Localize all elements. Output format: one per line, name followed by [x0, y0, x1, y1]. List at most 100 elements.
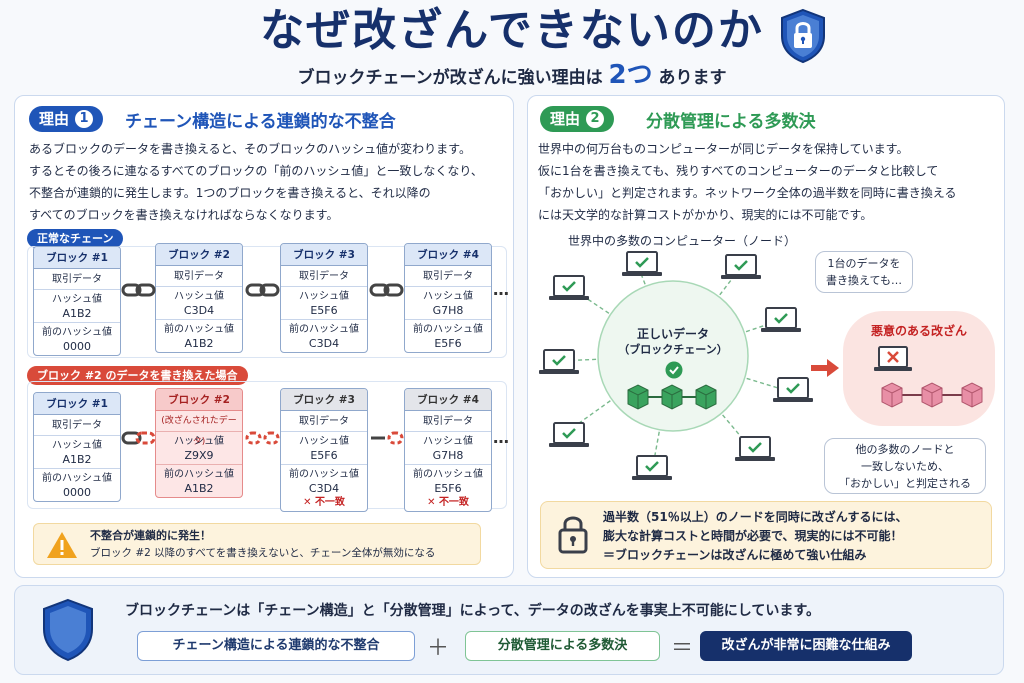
prev-hash-label: 前のハッシュ値	[164, 324, 234, 335]
reason2-line: には天文学的な計算コストがかかり、現実的には不可能です。	[538, 208, 873, 222]
warning-title: 不整合が連鎖的に発生！	[90, 529, 211, 542]
subtitle-count: 2つ	[608, 60, 653, 90]
hash-value: Z9X9	[184, 449, 214, 462]
prev-hash-value: C3D4	[308, 337, 340, 350]
block-title: ブロック #1	[34, 393, 120, 415]
tampered-chain-area	[27, 381, 507, 509]
cube-icon	[661, 384, 683, 410]
prev-hash-value: C3D4	[308, 482, 340, 495]
hash-value: A1B2	[62, 453, 92, 466]
x-mark-icon: ✕	[303, 497, 315, 508]
speech-bubble: 1台のデータを 書き換えても…	[815, 251, 913, 293]
center-subtitle: （ブロックチェーン）	[618, 343, 728, 356]
block-data: 取引データ	[156, 266, 242, 287]
laptop-check-icon	[632, 455, 672, 480]
hash-label: ハッシュ値	[52, 294, 102, 305]
prev-hash-label: 前のハッシュ値	[42, 327, 112, 338]
summary-text: ブロックチェーンは「チェーン構造」と「分散管理」によって、データの改ざんを事実上…	[125, 603, 820, 619]
note-line: 「おかしい」と判定される	[839, 477, 971, 490]
cube-icon	[881, 382, 903, 408]
reason2-line: 仮に1台を書き換えても、残りすべてのコンピューターのデータと比較して	[538, 164, 939, 178]
page-title: なぜ改ざんできないのか	[260, 5, 764, 56]
chain-link-icon	[121, 283, 156, 297]
reason1-heading: チェーン構造による連鎖的な不整合	[125, 112, 396, 132]
arrow-right-icon	[811, 359, 839, 377]
chain-link-icon	[121, 431, 156, 445]
mismatch-label: 不一致	[314, 497, 345, 508]
reason2-tag: 理由 2	[540, 106, 615, 132]
reason1-panel: 理由 1 チェーン構造による連鎖的な不整合 あるブロックのデータを書き換えると、…	[14, 95, 514, 578]
prev-hash-value: A1B2	[184, 337, 214, 350]
laptop-check-icon	[622, 251, 662, 276]
prev-hash-value: E5F6	[434, 337, 462, 350]
normal-chain-area	[27, 246, 507, 358]
summary-box-result: 改ざんが非常に困難な仕組み	[700, 631, 912, 661]
cube-icon	[627, 384, 649, 410]
summary-panel: ブロックチェーンは「チェーン構造」と「分散管理」によって、データの改ざんを事実上…	[14, 585, 1004, 675]
block-data: 取引データ	[405, 266, 491, 287]
prev-hash-value: E5F6	[434, 482, 462, 495]
hash-label: ハッシュ値	[52, 440, 102, 451]
bubble-line: 1台のデータを	[827, 257, 901, 270]
plus-sign: ＋	[427, 636, 450, 661]
laptop-x-icon	[874, 346, 912, 371]
reason2-panel: 理由 2 分散管理による多数決 世界中の何万台ものコンピューターが同じデータを保…	[527, 95, 1005, 578]
block-title: ブロック #4	[405, 244, 491, 266]
warning-body: ブロック #2 以降のすべてを書き換えないと、チェーン全体が無効になる	[90, 547, 436, 559]
laptop-check-icon	[735, 436, 775, 461]
prev-hash-value: 0000	[63, 340, 91, 353]
prev-hash-value: A1B2	[184, 482, 214, 495]
malicious-area	[843, 311, 995, 426]
center-title: 正しいデータ	[636, 327, 709, 341]
laptop-check-icon	[721, 254, 761, 279]
hash-label: ハッシュ値	[174, 436, 224, 447]
laptop-check-icon	[539, 349, 579, 374]
mismatch-label: 不一致	[438, 497, 469, 508]
prev-hash-label: 前のハッシュ値	[289, 324, 359, 335]
reason2-line: 世界中の何万台ものコンピューターが同じデータを保持しています。	[538, 142, 909, 156]
block-data: 取引データ	[34, 415, 120, 436]
chain-ellipsis: …	[493, 428, 509, 447]
note-line: 一致しないため、	[861, 460, 949, 473]
laptop-check-icon	[761, 307, 801, 332]
block-title: ブロック #2	[156, 389, 242, 411]
normal-chain-label: 正常なチェーン	[27, 229, 124, 248]
hash-value: A1B2	[62, 307, 92, 320]
reason1-tag: 理由 1	[29, 106, 104, 132]
block-data: 取引データ	[281, 411, 367, 432]
shield-lock-icon	[781, 8, 825, 64]
hash-value: E5F6	[310, 449, 338, 462]
chain-link-icon	[245, 283, 280, 297]
page-subtitle: ブロックチェーンが改ざんに強い理由は 2つ あります	[0, 60, 1024, 93]
broken-chain-icon	[245, 431, 280, 445]
reason1-line: あるブロックのデータを書き換えると、そのブロックのハッシュ値が変わります。	[29, 142, 471, 156]
hash-label: ハッシュ値	[299, 291, 349, 302]
block-data: (改ざんされたデータ)	[156, 411, 242, 447]
block-data: 取引データ	[281, 266, 367, 287]
block-data: 取引データ	[34, 269, 120, 290]
equals-sign: ＝	[671, 636, 694, 661]
majority-line: 膨大な計算コストと時間が必要で、現実的には不可能！	[603, 529, 903, 543]
hash-value: G7H8	[432, 304, 464, 317]
hash-value: C3D4	[183, 304, 215, 317]
block-title: ブロック #4	[405, 389, 491, 411]
reason2-number: 2	[586, 110, 605, 128]
reason1-text: あるブロックのデータを書き換えると、そのブロックのハッシュ値が変わります。 する…	[29, 138, 509, 226]
hash-label: ハッシュ値	[174, 291, 224, 302]
summary-box-chain: チェーン構造による連鎖的な不整合	[137, 631, 415, 661]
tampered-chain-label: ブロック #2 のデータを書き換えた場合	[27, 366, 248, 385]
prev-hash-label: 前のハッシュ値	[413, 324, 483, 335]
majority-box: 過半数（51％以上）のノードを同時に改ざんするには、 膨大な計算コストと時間が必…	[540, 501, 992, 569]
note-line: 他の多数のノードと	[855, 443, 955, 456]
shield-icon	[43, 598, 93, 662]
block-title: ブロック #3	[281, 389, 367, 411]
reason2-line: 「おかしい」と判定されます。ネットワーク全体の過半数を同時に書き換える	[538, 186, 957, 200]
mismatch-note: 他の多数のノードと 一致しないため、 「おかしい」と判定される	[824, 438, 986, 494]
cube-icon	[961, 382, 983, 408]
